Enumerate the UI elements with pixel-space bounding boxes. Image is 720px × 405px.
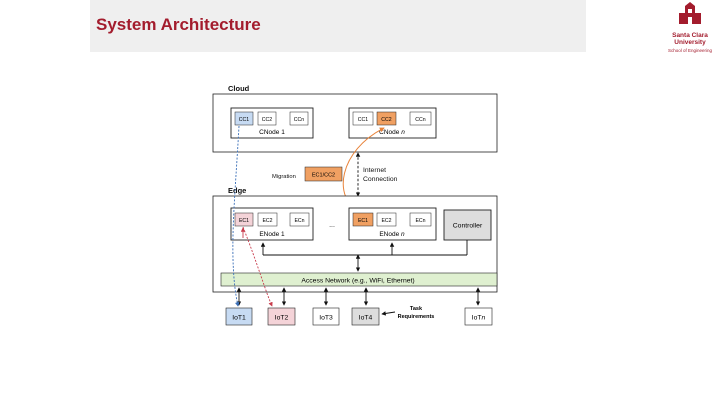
migration-box-label: EC1/CC2 xyxy=(312,173,335,179)
enoden-container-2: EC2 xyxy=(381,218,391,224)
iot-device-4: IoT4 xyxy=(351,307,380,326)
enode1-label: ENode 1 xyxy=(259,231,285,238)
cnode-n: CC1 CC2 CCn CNode n xyxy=(348,107,437,139)
enoden-container-1: EC1 xyxy=(358,218,368,224)
enode1-container-1: EC1 xyxy=(239,218,249,224)
cnode1-container-n: CCn xyxy=(294,117,304,123)
logo-line-2: University xyxy=(674,39,706,46)
enoden-container-n: ECn xyxy=(415,218,425,224)
edge-bus xyxy=(260,240,468,272)
internet-label-line2: Connection xyxy=(363,176,398,183)
enode1-container-2: EC2 xyxy=(262,218,272,224)
migration-label: Migration xyxy=(272,174,296,180)
cnoden-label: CNode n xyxy=(379,129,405,136)
iot3-label: IoT3 xyxy=(319,315,333,322)
controller-label: Controller xyxy=(453,223,483,230)
cnoden-container-n: CCn xyxy=(415,117,425,123)
access-network-label: Access Network (e.g., WiFi, Ethernet) xyxy=(301,278,414,285)
migration-box xyxy=(304,166,343,182)
cnoden-container-1: CC1 xyxy=(358,117,368,123)
iot2-ec1-link xyxy=(242,226,273,307)
enoden-label: ENode n xyxy=(379,231,405,238)
cnode1-container-1: CC1 xyxy=(239,117,249,123)
edge-label: Edge xyxy=(228,186,246,195)
mission-tower-icon xyxy=(679,2,701,24)
cnode1-container-2: CC2 xyxy=(262,117,272,123)
university-logo: Santa Clara University School of Enginee… xyxy=(660,2,720,54)
access-network-bar xyxy=(220,272,498,287)
cloud-label: Cloud xyxy=(228,84,250,93)
enode1-container-n: ECn xyxy=(294,218,304,224)
cnoden-container-2: CC2 xyxy=(381,117,391,123)
iot2-label: IoT2 xyxy=(275,315,289,322)
task-label-line1: Task xyxy=(410,306,423,312)
controller-box xyxy=(443,209,492,241)
iot1-label: IoT1 xyxy=(232,315,246,322)
iot-device-2: IoT2 xyxy=(267,307,296,326)
title-bar xyxy=(90,0,586,52)
iot-device-n: IoTn xyxy=(464,307,493,326)
logo-line-1: Santa Clara xyxy=(672,32,708,39)
iot4-label: IoT4 xyxy=(359,315,373,322)
logo-line-3: School of Engineering xyxy=(667,48,713,53)
task-requirements-arrow xyxy=(381,311,396,316)
iot1-cc1-link xyxy=(232,125,240,307)
internet-label-line1: Internet xyxy=(363,167,386,174)
iot-device-3: IoT3 xyxy=(312,307,340,326)
enode-n: EC1 EC2 ECn ENode n xyxy=(348,207,437,241)
cnode1-label: CNode 1 xyxy=(259,129,285,136)
cnode-1: CC1 CC2 CCn CNode 1 xyxy=(230,107,314,139)
iotn-label: IoTn xyxy=(472,315,486,322)
node-ellipsis: ... xyxy=(329,222,335,229)
enode-1: EC1 EC2 ECn ENode 1 xyxy=(230,207,314,241)
task-label-line2: Requirements xyxy=(398,314,435,320)
iot-links xyxy=(236,287,481,306)
slide-title: System Architecture xyxy=(96,15,261,34)
iot-device-1: IoT1 xyxy=(225,307,253,326)
